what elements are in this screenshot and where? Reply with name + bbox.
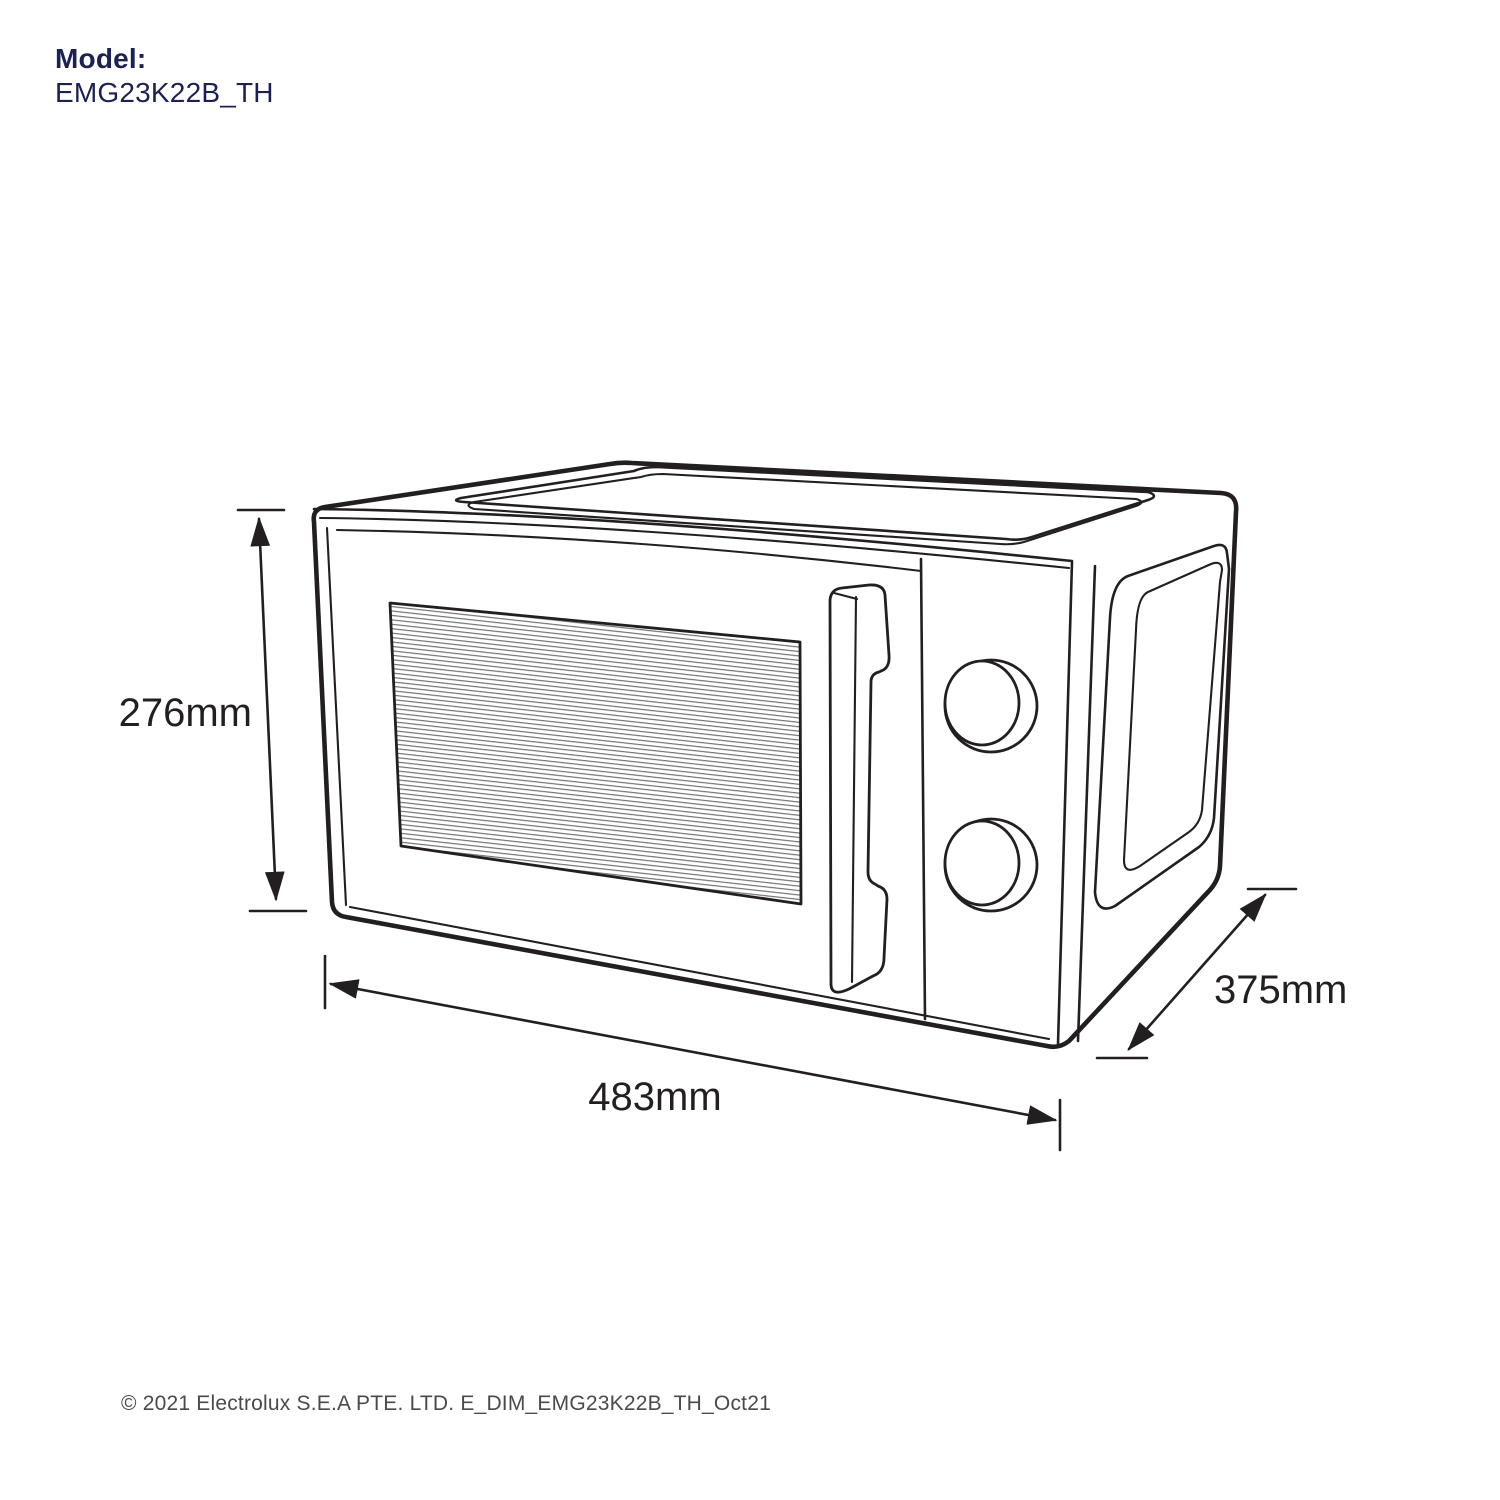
model-block: Model: EMG23K22B_TH — [55, 42, 274, 110]
dimension-depth: 375mm — [1095, 887, 1347, 1060]
width-dimension-label: 483mm — [588, 1075, 721, 1119]
side-recess-panel — [1093, 543, 1231, 910]
door-window — [388, 601, 803, 906]
door-handle — [828, 583, 891, 994]
microwave-body — [311, 460, 1239, 1050]
left-chamfer-line — [325, 526, 348, 907]
control-panel-divider — [919, 557, 927, 1021]
knob-top — [943, 658, 1039, 754]
top-recess-panel — [454, 465, 1156, 546]
front-right-edge — [1056, 560, 1097, 1046]
depth-dimension-label: 375mm — [1214, 968, 1347, 1012]
top-edge-lines — [312, 507, 1074, 573]
knob-bottom — [943, 817, 1039, 913]
dimension-width: 483mm — [323, 954, 1062, 1152]
model-number: EMG23K22B_TH — [55, 77, 274, 108]
height-dimension-label: 276mm — [119, 691, 252, 735]
dimension-height: 276mm — [119, 508, 308, 913]
model-label: Model: — [55, 43, 147, 74]
copyright-note: © 2021 Electrolux S.E.A PTE. LTD. E_DIM_… — [121, 1392, 771, 1415]
